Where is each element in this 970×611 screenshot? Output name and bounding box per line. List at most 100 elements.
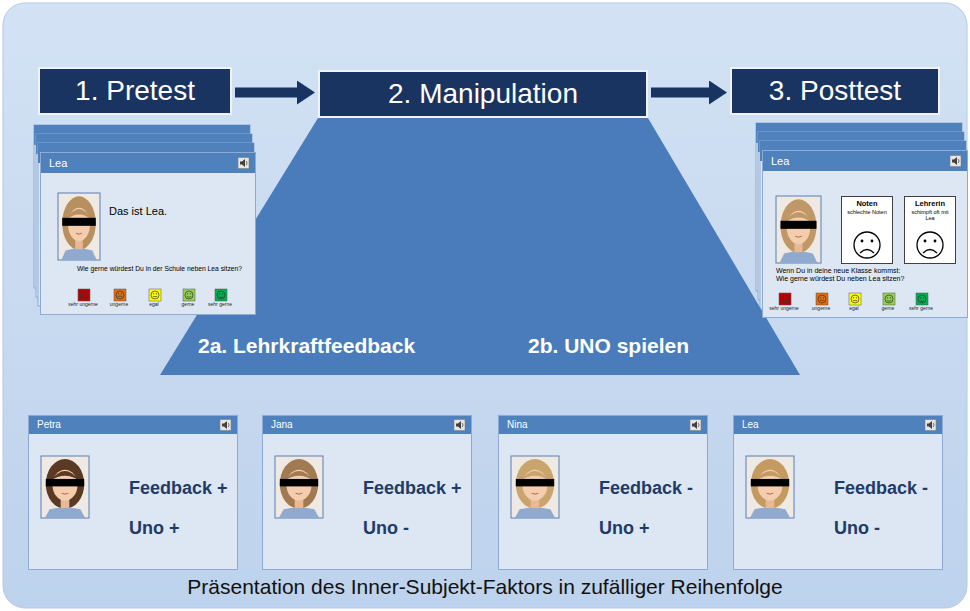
hair [516, 459, 554, 509]
rating-square [78, 289, 90, 301]
smiley-outline [185, 291, 193, 299]
speaker-icon [238, 158, 249, 169]
phase-box: 3. Posttest [730, 67, 940, 115]
face [287, 470, 312, 501]
photo-ground [776, 196, 821, 263]
cue-title: Lehrerin [905, 200, 955, 209]
hair [751, 459, 789, 509]
rating-square [149, 289, 161, 301]
shirt [750, 507, 790, 518]
mouth [532, 493, 539, 495]
phase-arrow [235, 88, 301, 98]
fringe [66, 209, 91, 220]
rating-button [849, 293, 861, 305]
speaker-shape [952, 157, 957, 165]
card-text: Das ist Lea. [109, 205, 167, 218]
child-photo [58, 193, 100, 260]
smiley-mouth [153, 296, 157, 297]
speaker-icon [950, 156, 961, 167]
smiley-mouth [820, 300, 824, 302]
smiley-eye [820, 297, 821, 298]
stimulus-card: NinaFeedback -Uno + [498, 415, 708, 570]
rating-button [78, 289, 90, 301]
scale-label: sehr gerne [208, 302, 232, 308]
smiley-outline [217, 291, 225, 299]
speaker-frame [220, 420, 231, 431]
scale-label: sehr ungerne [769, 306, 798, 312]
speaker-icon [925, 420, 936, 431]
rating-square [916, 293, 928, 305]
privacy-bar [62, 218, 96, 226]
speaker-wave [698, 423, 700, 427]
speaker-shape [456, 421, 461, 429]
smiley-eye [82, 293, 83, 294]
rating-button [149, 289, 161, 301]
scale-label: gerne [182, 302, 195, 308]
smiley-eye [118, 293, 119, 294]
face-outline [917, 232, 943, 258]
rating-square [114, 289, 126, 301]
speaker-frame [690, 420, 701, 431]
face-eye [861, 240, 864, 243]
neck [794, 240, 802, 252]
scale-label: egal [849, 306, 858, 312]
rating-button [816, 293, 828, 305]
scale-label: gerne [882, 306, 895, 312]
neck [61, 497, 70, 508]
photo-ground [746, 456, 794, 518]
card-text: Feedback - [834, 478, 928, 499]
child-photo [776, 196, 821, 263]
phase-title: 3. Posttest [769, 75, 901, 107]
smiley-outline [116, 291, 124, 299]
rating-square [816, 293, 828, 305]
privacy-bar [751, 479, 789, 486]
smiley-eye [187, 293, 188, 294]
hair [781, 199, 817, 253]
card-name: Lea [771, 155, 789, 168]
privacy-bar [280, 479, 318, 486]
condition-label: 2b. UNO spielen [528, 334, 689, 358]
cue-text: schimpft oft mit Lea [905, 209, 955, 222]
speaker-wave [933, 423, 935, 427]
neck [766, 497, 775, 508]
privacy-bar [516, 479, 554, 486]
face-mouth [923, 250, 937, 254]
face [787, 211, 810, 245]
speaker-icon [690, 420, 701, 431]
stimulus-card: LeaWenn Du in deine neue Klasse kommst: … [762, 150, 968, 318]
card-header-bar [734, 416, 942, 434]
smiley-outline [851, 295, 859, 303]
smiley-eye [887, 297, 888, 298]
privacy-bar [781, 221, 817, 229]
mouth [296, 493, 303, 495]
face [758, 470, 783, 501]
speaker-wave [462, 423, 464, 427]
neck [75, 237, 83, 249]
speaker-shape [222, 421, 227, 429]
shirt [279, 507, 319, 518]
smiley-eye [190, 293, 191, 294]
card-text: Feedback + [363, 478, 462, 499]
speaker-frame [925, 420, 936, 431]
speaker-wave [228, 423, 230, 427]
rating-square [779, 293, 791, 305]
card-name: Nina [507, 419, 528, 431]
smiley-eye [853, 297, 854, 298]
smiley-mouth [82, 296, 86, 297]
card-text: Wie gerne würdest Du in der Schule neben… [77, 265, 255, 273]
card-name: Jana [271, 419, 293, 431]
fringe [285, 471, 314, 481]
face [68, 208, 90, 242]
smiley-mouth [219, 297, 223, 298]
smiley-mouth [887, 300, 891, 302]
phase-title: 2. Manipulation [388, 78, 578, 110]
fringe [756, 471, 785, 481]
fringe [521, 471, 550, 481]
phase-box: 2. Manipulation [318, 70, 648, 118]
card-name: Lea [742, 419, 759, 431]
face [53, 470, 78, 501]
fringe [51, 471, 80, 481]
scale-label: ungerne [812, 306, 830, 312]
smiley-mouth [118, 296, 122, 298]
